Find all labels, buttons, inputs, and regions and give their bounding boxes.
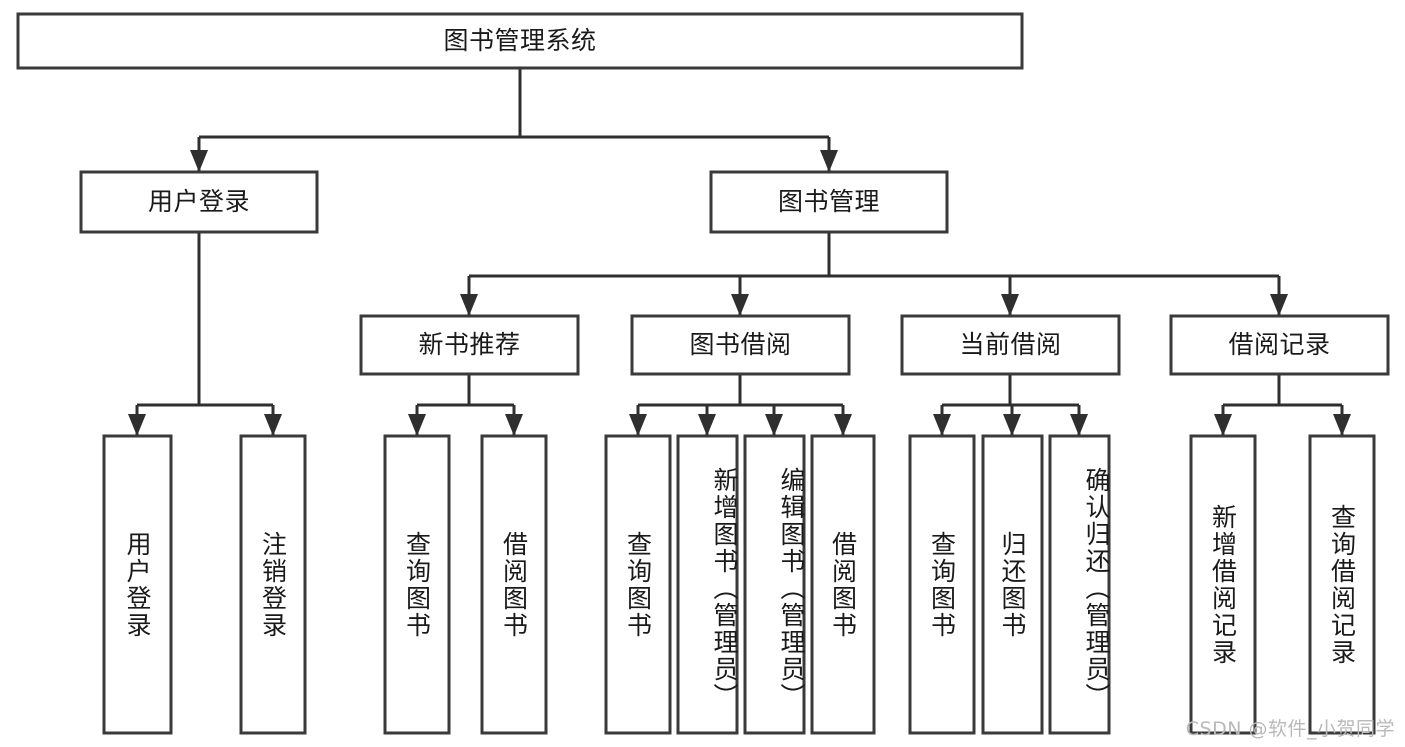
new-book-rec-to-leaves-arrow-0 xyxy=(408,414,426,436)
node-box-new-book-rec[interactable] xyxy=(359,314,580,376)
node-box-leaf-borrow-book-1[interactable] xyxy=(480,434,548,735)
node-box-current-borrow[interactable] xyxy=(900,314,1121,376)
node-box-leaf-query-book-1[interactable] xyxy=(383,434,451,735)
node-box-borrow-record[interactable] xyxy=(1169,314,1390,376)
node-box-leaf-confirm-return[interactable] xyxy=(1048,434,1111,735)
node-box-user-login[interactable] xyxy=(79,170,319,234)
node-box-leaf-borrow-book-2[interactable] xyxy=(810,434,876,735)
book-manage-to-level2-arrow-0 xyxy=(460,294,478,316)
book-borrow-to-leaves-arrow-0 xyxy=(629,414,647,436)
watermark-text: CSDN @软件_小贺同学 xyxy=(1185,718,1395,740)
node-box-leaf-add-book[interactable] xyxy=(676,434,739,735)
node-box-leaf-user-login[interactable] xyxy=(102,434,173,735)
node-label-borrow-record: 借阅记录 xyxy=(1228,330,1330,359)
borrow-record-to-leaves-arrow-1 xyxy=(1333,414,1351,436)
root-to-level1-arrow-0 xyxy=(190,150,208,172)
borrow-record-to-leaves-arrow-0 xyxy=(1214,414,1232,436)
node-box-book-manage[interactable] xyxy=(709,170,949,234)
node-box-leaf-logout[interactable] xyxy=(239,434,307,735)
node-label-user-login: 用户登录 xyxy=(148,187,250,216)
node-box-leaf-return-book[interactable] xyxy=(981,434,1044,735)
node-box-leaf-edit-book[interactable] xyxy=(743,434,806,735)
book-manage-to-level2-arrow-1 xyxy=(731,294,749,316)
node-box-book-borrow[interactable] xyxy=(630,314,851,376)
user-login-to-leaves-arrow-0 xyxy=(128,414,146,436)
boxes-layer xyxy=(16,12,1390,735)
node-label-current-borrow: 当前借阅 xyxy=(959,330,1061,359)
connectors-layer xyxy=(128,68,1351,436)
node-label-book-manage: 图书管理 xyxy=(778,187,880,216)
book-borrow-to-leaves-arrow-1 xyxy=(698,414,716,436)
root-to-level1-arrow-1 xyxy=(820,150,838,172)
node-box-root[interactable] xyxy=(16,12,1024,70)
book-manage-to-level2-arrow-3 xyxy=(1270,294,1288,316)
node-label-new-book-rec: 新书推荐 xyxy=(418,330,520,359)
node-box-leaf-query-book-2[interactable] xyxy=(604,434,672,735)
node-label-root: 图书管理系统 xyxy=(443,26,596,55)
current-borrow-to-leaves-arrow-1 xyxy=(1003,414,1021,436)
user-login-to-leaves-arrow-1 xyxy=(264,414,282,436)
node-label-book-borrow: 图书借阅 xyxy=(689,330,791,359)
book-borrow-to-leaves-arrow-2 xyxy=(765,414,783,436)
node-box-leaf-query-book-3[interactable] xyxy=(908,434,976,735)
node-box-leaf-query-record[interactable] xyxy=(1308,434,1376,735)
node-box-leaf-add-record[interactable] xyxy=(1189,434,1257,735)
current-borrow-to-leaves-arrow-2 xyxy=(1070,414,1088,436)
book-borrow-to-leaves-arrow-3 xyxy=(834,414,852,436)
new-book-rec-to-leaves-arrow-1 xyxy=(505,414,523,436)
book-manage-to-level2-arrow-2 xyxy=(1001,294,1019,316)
current-borrow-to-leaves-arrow-0 xyxy=(933,414,951,436)
